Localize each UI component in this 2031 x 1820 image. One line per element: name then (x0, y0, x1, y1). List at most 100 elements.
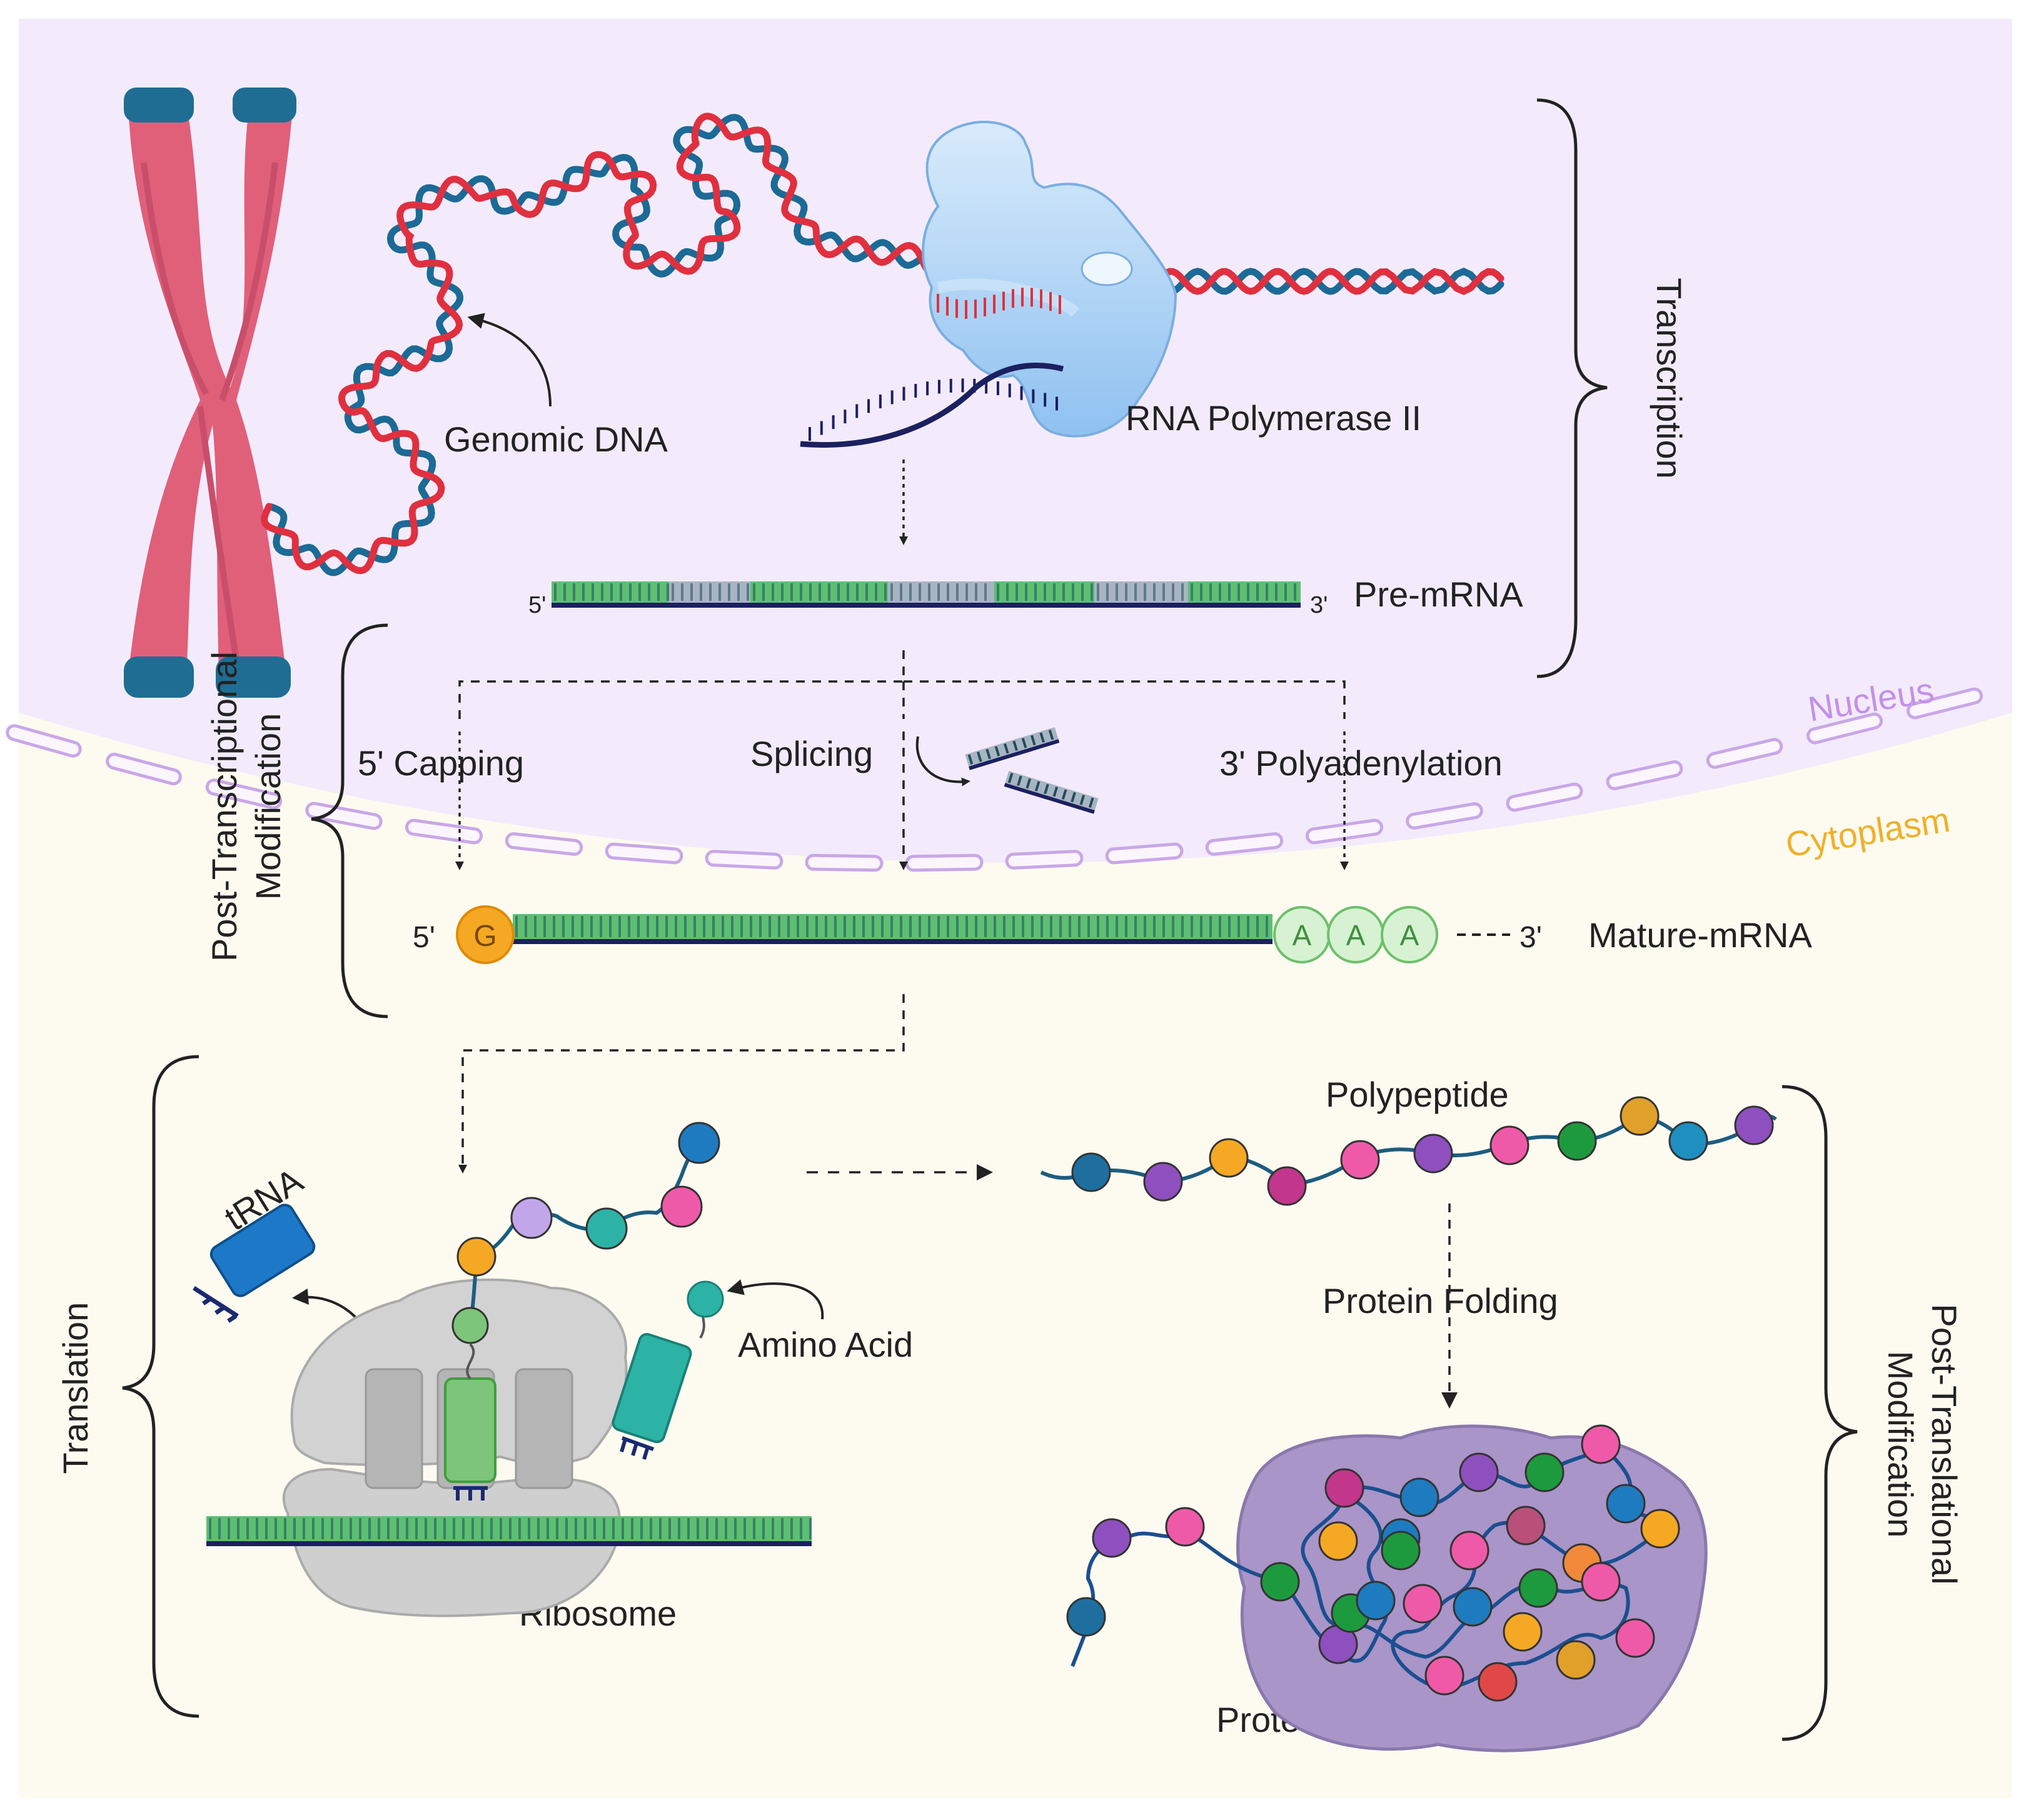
label-genomic-dna: Genomic DNA (444, 420, 668, 459)
spliced-introns (965, 727, 1099, 814)
amino-acid-bead (660, 1185, 703, 1228)
label-mature-mrna: Mature-mRNA (1588, 915, 1812, 955)
intron-base (1004, 743, 1009, 754)
amino-acid-bead (1734, 1105, 1774, 1145)
intron (965, 727, 1060, 770)
arrow-premrna-branch (458, 650, 1346, 719)
growing-peptide-chain (451, 1122, 724, 1344)
label-rna-polymerase: RNA Polymerase II (1126, 398, 1421, 438)
protein-residue (1478, 1662, 1518, 1702)
protein-residue (1459, 1452, 1499, 1492)
protein-residue (1324, 1468, 1364, 1508)
label-polyadenylation: 3' Polyadenylation (1219, 743, 1503, 783)
amino-acid-bead (1489, 1125, 1530, 1165)
protein-residue (1260, 1562, 1300, 1602)
trna-exiting (193, 1204, 316, 1323)
amino-acid-bead (1668, 1121, 1708, 1161)
protein-residue (1453, 1587, 1493, 1627)
polypeptide-chain (1040, 1096, 1777, 1206)
amino-acid-bead (451, 1307, 489, 1344)
envelope-segment (605, 842, 683, 865)
pre-mrna-strand (552, 581, 1301, 608)
protein-residue (1399, 1477, 1439, 1517)
arrow-splicing-curve (915, 736, 970, 787)
amino-acid-bead (510, 1197, 553, 1239)
intron-base (1061, 789, 1067, 800)
post-transcriptional-bracket (311, 623, 388, 1018)
label-protein-folding: Protein Folding (1323, 1281, 1558, 1320)
intron-base (1026, 778, 1032, 789)
arrow-to-translation (458, 994, 905, 1174)
envelope-segment (6, 724, 82, 758)
mrna-backbone (552, 603, 1301, 608)
protein-residue (1606, 1484, 1646, 1524)
intron-base (1039, 732, 1045, 743)
stage-post-translational-line2: Modification (1881, 1351, 1920, 1538)
envelope-segment (1205, 832, 1284, 856)
envelope-segment (1005, 850, 1084, 870)
protein-residue (1449, 1531, 1489, 1571)
amino-acid-bead (1143, 1162, 1183, 1202)
intron-base (1021, 738, 1027, 748)
stage-transcription: Transcription (1650, 278, 1689, 479)
mrna-backbone (513, 939, 1273, 944)
intron-base (1088, 797, 1094, 808)
protein-residue (1640, 1509, 1680, 1549)
stage-post-transcriptional-line1: Post-Transcriptional (204, 651, 244, 962)
amino-acid-bead (1071, 1152, 1111, 1192)
intron-base (1044, 783, 1049, 795)
amino-acid-bead (1340, 1140, 1380, 1180)
envelope-segment (305, 802, 383, 830)
envelope-segment (205, 778, 283, 810)
amino-acid-bead (456, 1237, 496, 1277)
rna-polymerase (922, 121, 1177, 438)
mrna-segment (888, 581, 994, 603)
amino-acid-bead (1413, 1134, 1453, 1174)
envelope-segment (905, 853, 984, 872)
intron-base (1079, 795, 1086, 805)
intron-base (1017, 775, 1022, 787)
envelope-segment (705, 850, 784, 870)
arrow-amino-acid-pointer (727, 1279, 824, 1320)
label-mature-3prime: 3' (1519, 921, 1542, 954)
amino-acid-bead (1620, 1096, 1660, 1136)
label-splicing: Splicing (750, 734, 873, 773)
amino-acid-bead (678, 1122, 720, 1164)
arrow-genomic-dna-pointer (467, 313, 552, 407)
five-prime-cap: G (456, 905, 515, 964)
amino-acid-bead (1557, 1121, 1597, 1161)
ribosome-mrna (206, 1516, 812, 1546)
envelope-segment (405, 818, 483, 845)
protein-residue (1525, 1452, 1565, 1492)
label-polypeptide: Polypeptide (1326, 1075, 1509, 1114)
poly-a-2: A (1346, 919, 1366, 952)
protein-residue (1503, 1612, 1543, 1652)
intron-base (1012, 740, 1018, 752)
envelope-segment (1506, 782, 1583, 812)
envelope-segment (1606, 760, 1683, 790)
trna-entering (612, 1333, 692, 1460)
label-mature-5prime: 5' (413, 921, 435, 954)
protein-residue (1381, 1531, 1421, 1571)
label-amino-acid: Amino Acid (738, 1325, 913, 1364)
mature-mrna-strand (513, 914, 1273, 944)
envelope-segment (106, 752, 182, 786)
amino-acid-bead (1267, 1166, 1307, 1206)
envelope-segment (805, 853, 884, 872)
intron-base (985, 748, 991, 760)
protein-residue (1581, 1562, 1621, 1602)
envelope-segment (1706, 738, 1783, 769)
protein-residue (1165, 1507, 1205, 1547)
transcription-bracket (1536, 98, 1608, 678)
protein-residue (1092, 1518, 1132, 1558)
stage-post-translational-line1: Post-Translational (1925, 1304, 1964, 1584)
post-translational-bracket (1782, 1085, 1858, 1741)
intron-backbone (969, 739, 1060, 770)
envelope-segment (1806, 712, 1883, 745)
label-capping: 5' Capping (358, 743, 524, 783)
translation-bracket (122, 1055, 199, 1718)
mrna-segment (1188, 581, 1301, 603)
intron-base (1071, 792, 1076, 803)
